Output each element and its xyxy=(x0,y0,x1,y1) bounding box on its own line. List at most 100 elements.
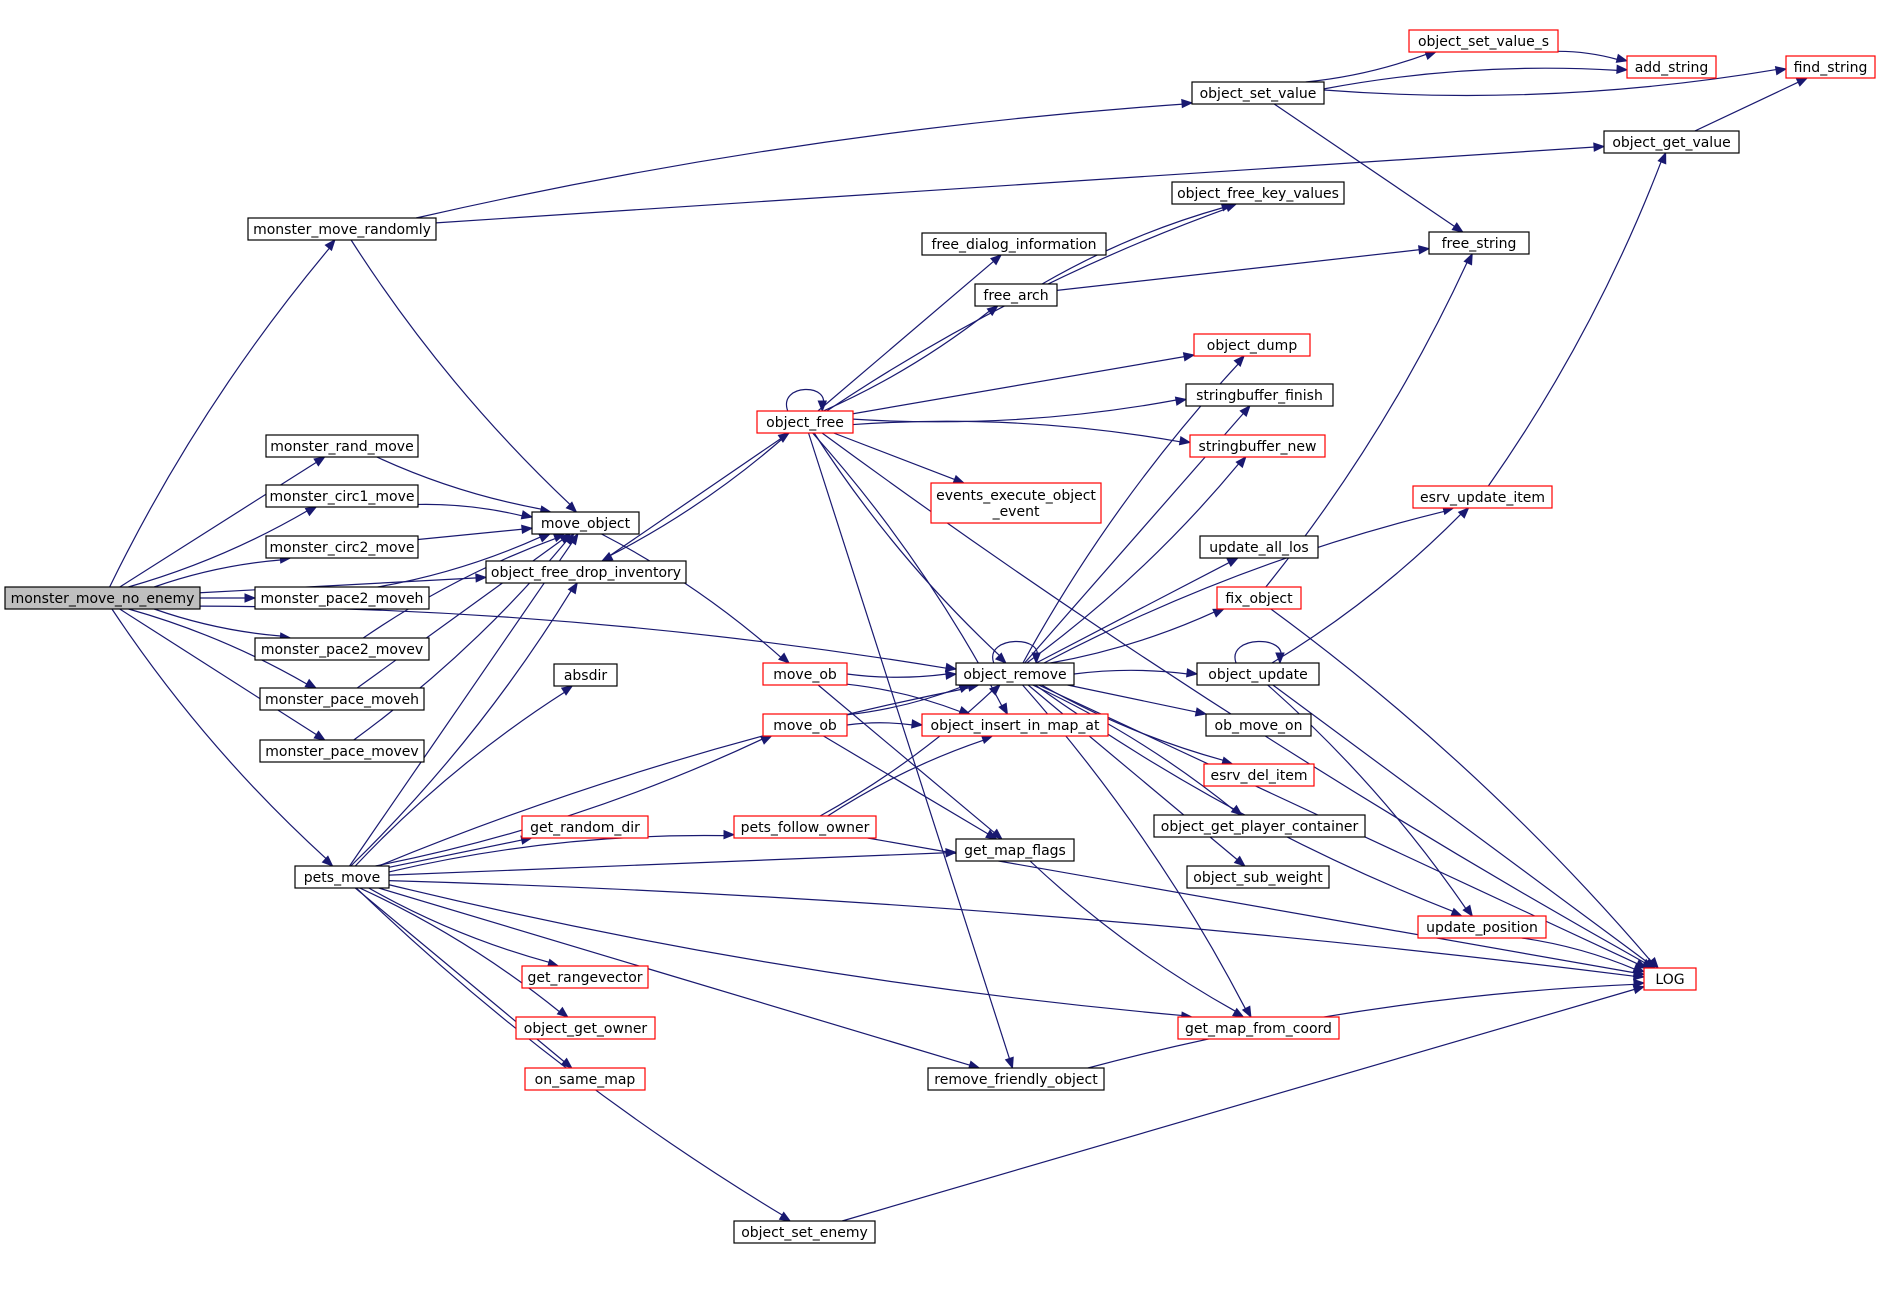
node-box xyxy=(1199,535,1319,559)
node-label: update_position xyxy=(1426,920,1538,936)
node-absdir[interactable]: absdir xyxy=(553,663,618,687)
edge-line xyxy=(846,673,948,678)
edge-line xyxy=(819,689,994,817)
arrowhead xyxy=(723,829,736,840)
edge-layer xyxy=(109,50,1809,1222)
arrowhead xyxy=(998,702,1009,716)
node-box xyxy=(762,713,848,737)
node-box xyxy=(485,560,687,584)
node-pets-move[interactable]: pets_move xyxy=(294,865,390,889)
arrowhead xyxy=(1194,707,1208,717)
node-ob-move-on[interactable]: ob_move_on xyxy=(1205,713,1312,737)
node-label: monster_pace2_movev xyxy=(261,642,423,658)
arrowhead xyxy=(1615,53,1629,63)
node-free-string[interactable]: free_string xyxy=(1428,231,1530,255)
node-object-sub-weight[interactable]: object_sub_weight xyxy=(1186,865,1330,889)
node-update-all-los[interactable]: update_all_los xyxy=(1199,535,1319,559)
node-object-get-owner[interactable]: object_get_owner xyxy=(515,1016,656,1040)
arrowhead xyxy=(568,532,579,546)
arrowhead xyxy=(600,551,614,562)
node-monster-circ2-move[interactable]: monster_circ2_move xyxy=(265,535,419,559)
edge-free-arch-to-free-string xyxy=(1056,245,1431,291)
arrowhead xyxy=(304,506,318,517)
node-label: monster_circ2_move xyxy=(270,540,415,556)
edge-line xyxy=(852,355,1186,415)
edge-line xyxy=(1323,68,1778,97)
node-object-free[interactable]: object_free xyxy=(756,410,854,434)
node-monster-move-randomly[interactable]: monster_move_randomly xyxy=(247,217,437,241)
edge-pets-move-to-on-same-map xyxy=(354,887,573,1069)
node-monster-pace-moveh[interactable]: monster_pace_moveh xyxy=(259,687,425,711)
edge-line xyxy=(1041,206,1224,285)
edge-line xyxy=(388,834,726,873)
node-get-random-dir[interactable]: get_random_dir xyxy=(521,815,649,839)
node-move-ob-2[interactable]: move_ob xyxy=(762,713,848,737)
node-add-string[interactable]: add_string xyxy=(1626,55,1717,79)
node-get-map-flags[interactable]: get_map_flags xyxy=(955,838,1075,862)
node-object-set-value[interactable]: object_set_value xyxy=(1191,81,1325,105)
arrowhead xyxy=(1239,404,1251,418)
arrowhead xyxy=(944,662,958,673)
node-object-free-key-values[interactable]: object_free_key_values xyxy=(1171,181,1345,205)
node-object-get-player-container[interactable]: object_get_player_container xyxy=(1153,814,1366,838)
node-find-string[interactable]: find_string xyxy=(1785,55,1876,79)
node-object-dump[interactable]: object_dump xyxy=(1193,333,1311,357)
node-label: object_update xyxy=(1208,667,1307,683)
node-stringbuffer-new[interactable]: stringbuffer_new xyxy=(1189,434,1326,458)
node-object-insert-in-map-at[interactable]: object_insert_in_map_at xyxy=(921,713,1109,737)
node-monster-circ1-move[interactable]: monster_circ1_move xyxy=(265,484,419,508)
node-move-ob-1[interactable]: move_ob xyxy=(762,662,848,686)
node-box xyxy=(1643,967,1697,991)
edge-line xyxy=(1043,510,1446,664)
node-get-rangevector[interactable]: get_rangevector xyxy=(521,965,649,989)
edge-line xyxy=(359,887,561,1013)
node-fix-object[interactable]: fix_object xyxy=(1216,586,1302,610)
node-label: find_string xyxy=(1794,60,1868,76)
edge-line xyxy=(1694,81,1800,132)
node-monster-pace2-movev[interactable]: monster_pace2_movev xyxy=(254,637,430,661)
edge-line xyxy=(833,432,956,481)
edge-line xyxy=(1029,860,1237,1013)
edge-line xyxy=(435,146,1596,224)
node-log[interactable]: LOG xyxy=(1643,967,1697,991)
node-get-map-from-coord[interactable]: get_map_from_coord xyxy=(1177,1016,1340,1040)
node-box xyxy=(955,838,1075,862)
node-object-get-value[interactable]: object_get_value xyxy=(1603,130,1740,154)
edge-line xyxy=(128,510,309,588)
node-free-dialog-information[interactable]: free_dialog_information xyxy=(921,232,1107,256)
arrowhead xyxy=(1226,557,1240,568)
edge-line xyxy=(1035,561,1231,664)
arrowhead xyxy=(475,573,488,583)
edge-monster-move-randomly-to-object-set-value xyxy=(415,98,1194,219)
node-esrv-update-item[interactable]: esrv_update_item xyxy=(1412,485,1553,509)
node-monster-move-no-enemy[interactable]: monster_move_no_enemy xyxy=(4,586,201,610)
arrowhead xyxy=(560,685,574,696)
node-pets-follow-owner[interactable]: pets_follow_owner xyxy=(733,815,877,839)
node-events-execute-object-event[interactable]: events_execute_object_event xyxy=(930,482,1102,524)
node-object-set-enemy[interactable]: object_set_enemy xyxy=(733,1220,876,1244)
edge-object-free-to-events-execute-object-event xyxy=(833,432,966,484)
node-monster-rand-move[interactable]: monster_rand_move xyxy=(265,434,419,458)
edge-object-set-enemy-to-log xyxy=(841,984,1646,1222)
edge-get-map-flags-to-get-map-from-coord xyxy=(1029,860,1245,1018)
arrowhead xyxy=(313,730,326,741)
node-on-same-map[interactable]: on_same_map xyxy=(524,1067,646,1091)
edge-line xyxy=(111,608,328,860)
node-monster-pace2-moveh[interactable]: monster_pace2_moveh xyxy=(254,586,430,610)
arrowhead xyxy=(560,1057,573,1069)
node-label: add_string xyxy=(1635,60,1709,76)
node-move-object[interactable]: move_object xyxy=(531,511,640,535)
arrowhead xyxy=(1181,98,1194,109)
node-stringbuffer-finish[interactable]: stringbuffer_finish xyxy=(1185,383,1334,407)
node-object-update[interactable]: object_update xyxy=(1196,662,1320,686)
node-monster-pace-movev[interactable]: monster_pace_movev xyxy=(259,739,425,763)
node-box xyxy=(1408,29,1559,53)
node-object-free-drop-inventory[interactable]: object_free_drop_inventory xyxy=(485,560,687,584)
node-object-set-value-s[interactable]: object_set_value_s xyxy=(1408,29,1559,53)
node-esrv-del-item[interactable]: esrv_del_item xyxy=(1203,763,1315,787)
node-remove-friendly-object[interactable]: remove_friendly_object xyxy=(927,1067,1105,1091)
node-object-remove[interactable]: object_remove xyxy=(955,662,1075,686)
edge-line xyxy=(846,683,962,713)
node-update-position[interactable]: update_position xyxy=(1417,915,1547,939)
node-free-arch[interactable]: free_arch xyxy=(974,283,1058,307)
